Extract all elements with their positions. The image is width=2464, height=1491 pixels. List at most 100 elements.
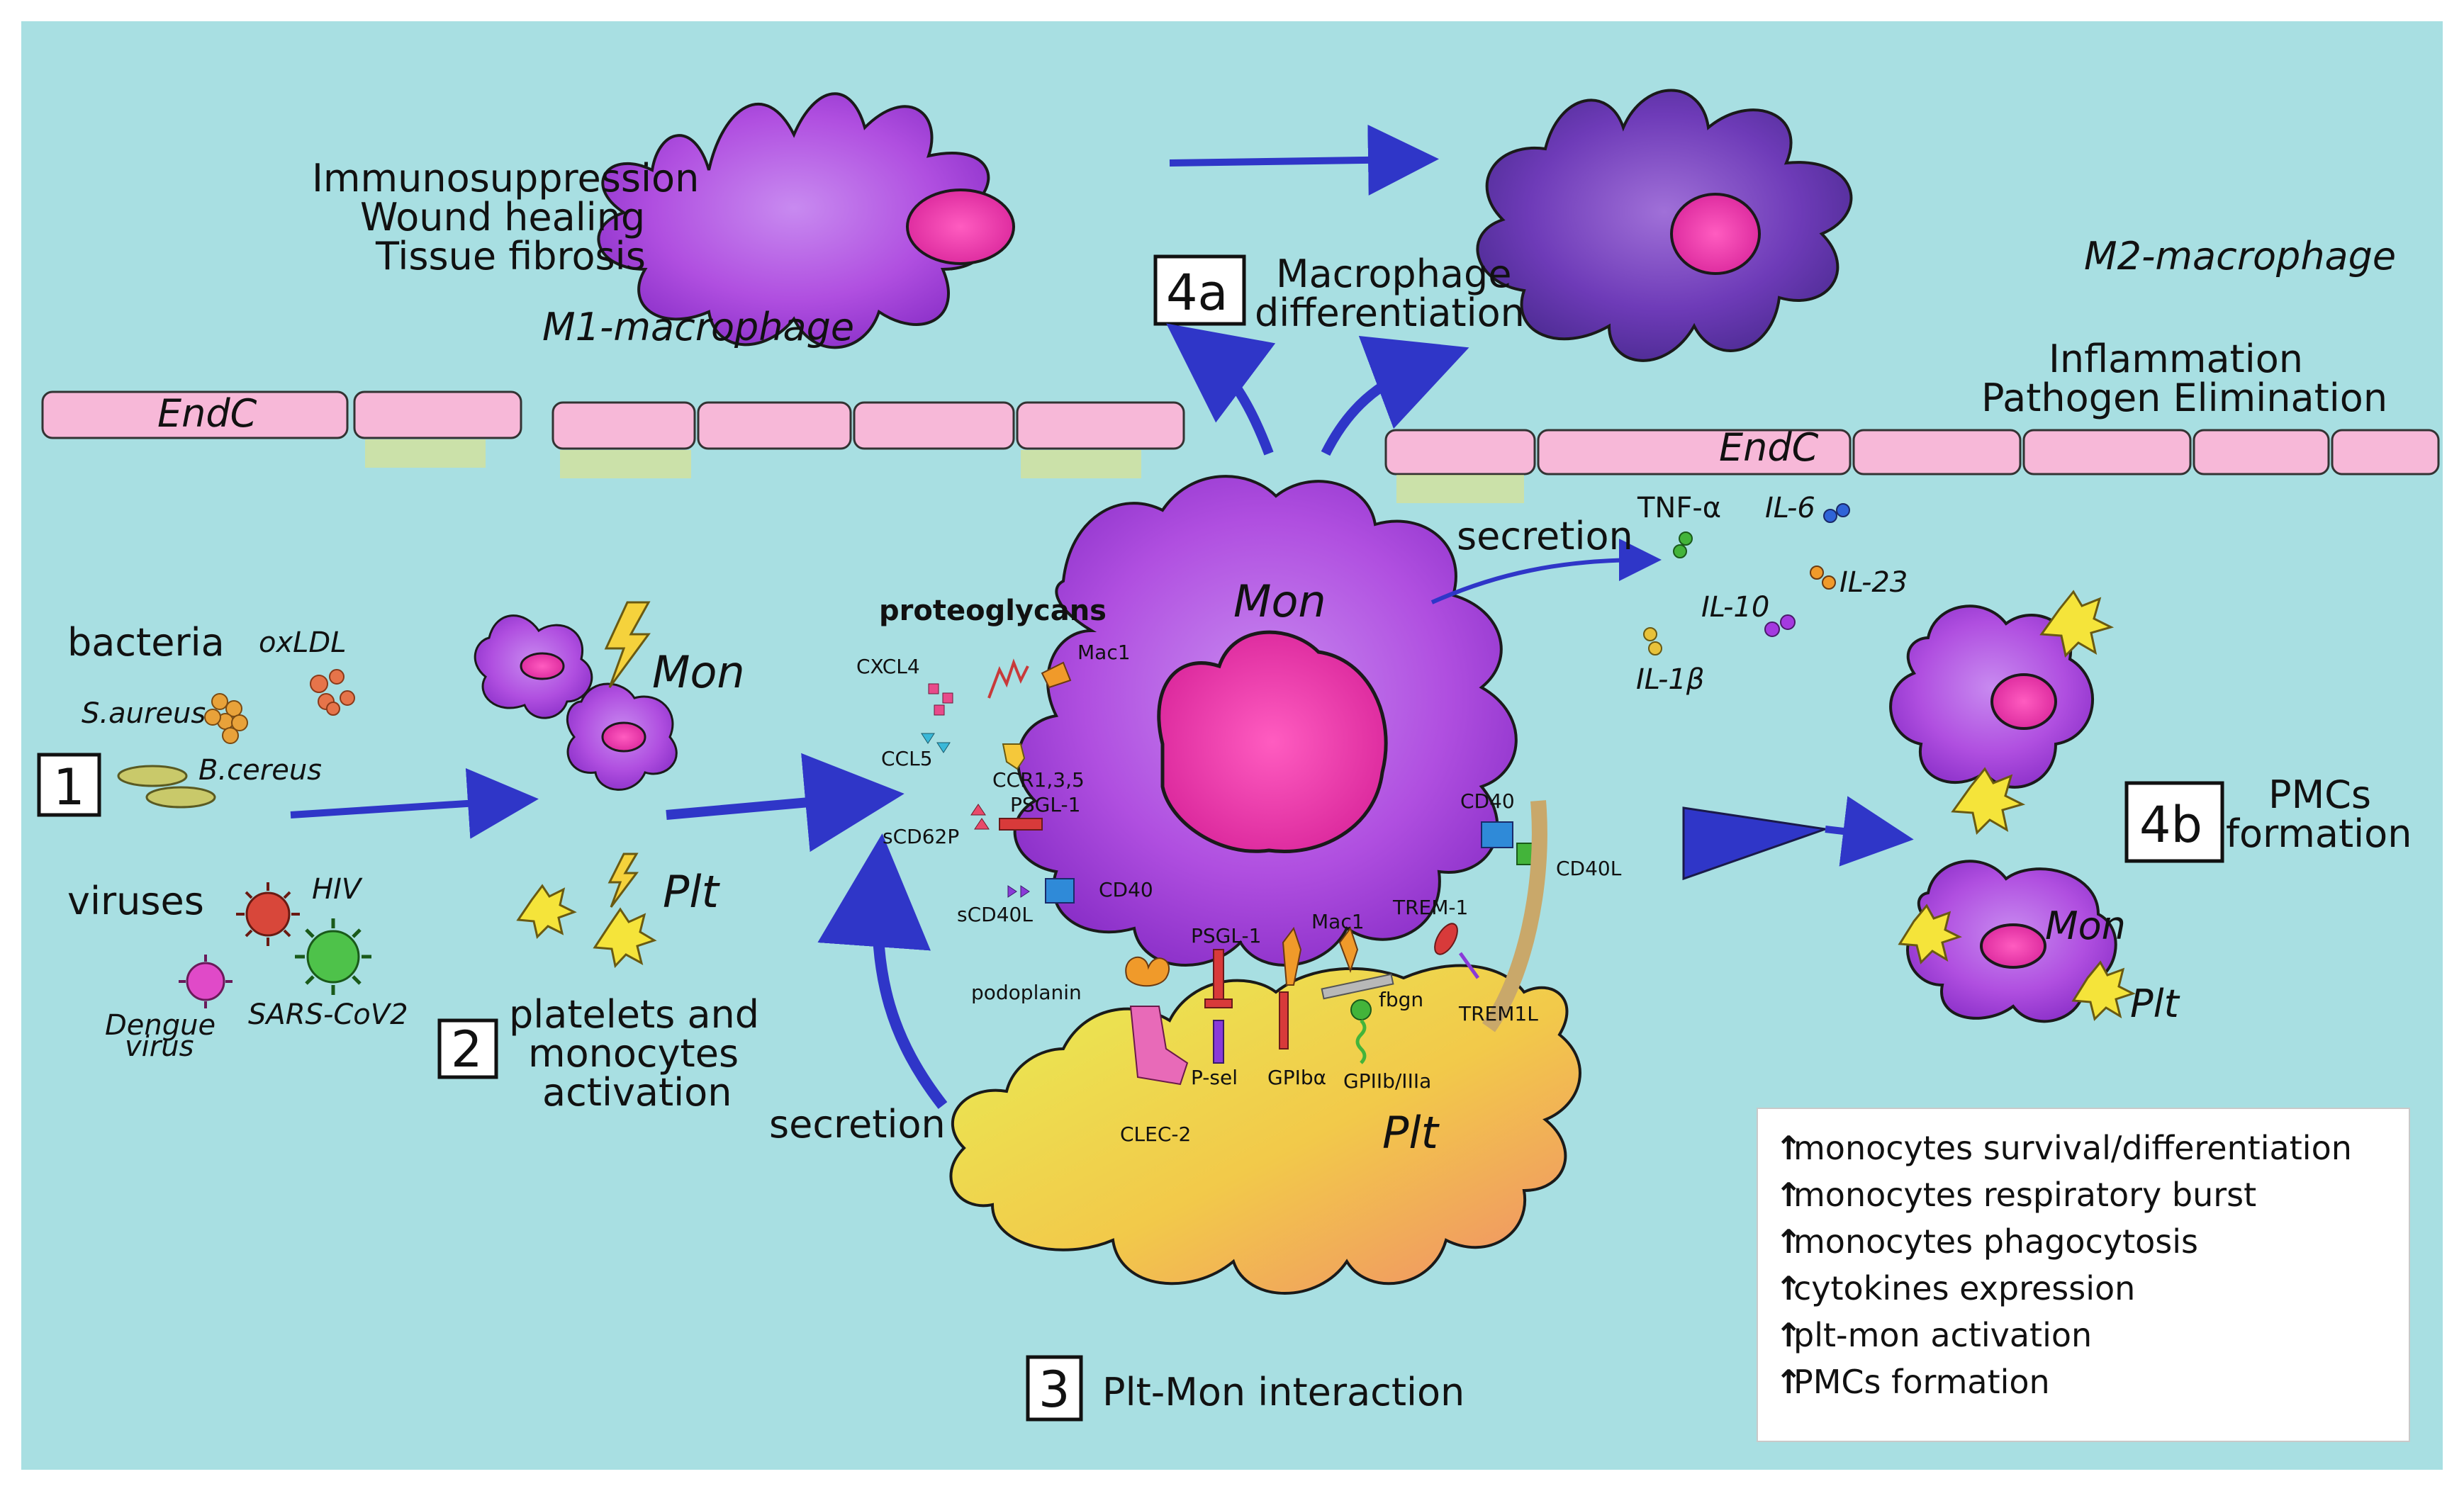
cytokine-il6: IL-6	[1765, 492, 1815, 524]
clec2-icon	[1129, 1006, 1189, 1086]
legend-text: monocytes survival/differentiation	[1793, 1129, 2352, 1167]
proteoglycan-icon	[987, 658, 1029, 699]
molecule-gpiib: GPIIb/IIIa	[1343, 1069, 1431, 1093]
step-1-box	[37, 753, 101, 817]
m1-macrophage-cell	[597, 92, 991, 349]
outcome-list-m1: Immunosuppression Wound healing Tissue f…	[312, 156, 699, 278]
stimulus-hiv: HIV	[312, 873, 363, 906]
step-4b-number: 4b	[2139, 796, 2202, 854]
step2-label-line2: monocytes	[528, 1031, 739, 1076]
oxldl-icon	[310, 669, 355, 716]
large-platelet-label: Plt	[1382, 1107, 1440, 1159]
molecule-p-sel: P-sel	[1191, 1066, 1238, 1089]
step-3-number: 3	[1038, 1361, 1070, 1419]
pmc-2-platelet-a	[1898, 904, 1962, 964]
molecule-mac1-lower: Mac1	[1311, 910, 1365, 933]
step-1-number: 1	[53, 758, 85, 816]
lightning-icon-plt	[607, 853, 639, 908]
b-cereus-icon	[117, 765, 216, 809]
step2-plt-label: Plt	[663, 866, 721, 918]
molecule-cxcl4: CXCL4	[856, 655, 920, 678]
step-4b-label-line1: PMCs	[2268, 772, 2371, 817]
gpiba-bar	[1279, 991, 1289, 1050]
mac1-fbgn-icon	[1338, 926, 1359, 973]
pmc-1-platelet-a	[2039, 590, 2115, 658]
molecule-scd62p: sCD62P	[883, 825, 959, 848]
s-aureus-icon	[204, 693, 248, 744]
stimulus-oxldl: oxLDL	[259, 626, 347, 659]
step-4a-number: 4a	[1166, 264, 1228, 322]
step3-label: Plt-Mon interaction	[1102, 1370, 1465, 1414]
fbgn-bar	[1321, 973, 1394, 1000]
pmc-plt-label: Plt	[2130, 981, 2180, 1026]
stimulus-dengue-line1: Dengue	[105, 1009, 215, 1042]
legend-item: ↑monocytes phagocytosis	[1775, 1218, 2392, 1265]
up-arrow-icon: ↑	[1775, 1363, 1803, 1401]
legend-item: ↑plt-mon activation	[1775, 1312, 2392, 1358]
endothelium-label-left: EndC	[157, 391, 257, 436]
step-2-box	[437, 1018, 498, 1079]
m1-nucleus	[906, 189, 1015, 265]
pmc-2-platelet-b	[2071, 960, 2136, 1021]
stimulus-s-aureus: S.aureus	[82, 697, 206, 730]
trem1l-icon	[1458, 952, 1480, 979]
cytokine-il1b: IL-1β	[1636, 663, 1704, 696]
small-monocyte-1-nucleus	[520, 652, 565, 680]
cd40-left-icon	[1045, 878, 1075, 904]
hiv-icon	[236, 882, 300, 946]
molecule-psgl1-upper: PSGL-1	[1010, 793, 1080, 816]
gpiib-icon	[1350, 999, 1372, 1020]
stimulus-sars: SARS-CoV2	[248, 998, 408, 1031]
up-arrow-icon: ↑	[1775, 1176, 1803, 1214]
m2-macrophage-label: M2-macrophage	[2084, 234, 2396, 278]
secretion-label-monocyte: secretion	[1457, 514, 1633, 558]
molecule-cd40-left: CD40	[1099, 878, 1153, 901]
molecule-ccl5: CCL5	[881, 747, 933, 770]
stimulus-bacteria: bacteria	[67, 620, 225, 665]
il23-dot	[1810, 566, 1824, 580]
step-4a-label-line1: Macrophage	[1276, 252, 1512, 296]
legend-text: cytokines expression	[1793, 1269, 2136, 1307]
il1b-dot-2	[1648, 641, 1662, 656]
ccl5-icon	[921, 733, 951, 753]
large-monocyte-label: Mon	[1233, 575, 1326, 627]
step-3-box	[1026, 1355, 1083, 1422]
step2-label-line3: activation	[542, 1070, 732, 1115]
m2-macrophage-cell	[1476, 89, 1853, 362]
secretion-label-platelet: secretion	[769, 1102, 946, 1147]
large-platelet-cell	[949, 964, 1581, 1295]
legend-text: monocytes respiratory burst	[1793, 1176, 2257, 1214]
stimulus-viruses: viruses	[67, 879, 204, 923]
step-4b-label-line2: formation	[2226, 811, 2412, 856]
legend-item: ↑monocytes survival/differentiation	[1775, 1125, 2392, 1171]
il1b-dot	[1643, 627, 1657, 641]
mon-to-m2-arrow	[1321, 335, 1469, 456]
step-2-number: 2	[451, 1020, 483, 1079]
outcome-pathogen-elimination: Pathogen Elimination	[1981, 376, 2387, 420]
molecule-cd40l: CD40L	[1556, 857, 1622, 880]
sars-cov2-icon	[295, 918, 371, 995]
secretion-arrow-platelet	[817, 833, 948, 1109]
step1-to-step2-arrow	[290, 767, 539, 839]
scd40l-icon	[1007, 885, 1030, 898]
trem1-icon	[1434, 923, 1458, 955]
step2-to-step3-arrow	[666, 753, 905, 853]
gpiib-stem	[1355, 1019, 1367, 1064]
outcome-wound-healing: Wound healing	[360, 195, 645, 240]
cytokine-il10: IL-10	[1701, 591, 1769, 624]
cxcl4-icon	[928, 683, 953, 716]
arrow-to-pmcs-tip	[1825, 796, 1914, 867]
endothelium-label-right: EndC	[1719, 425, 1819, 470]
legend-item: ↑monocytes respiratory burst	[1775, 1171, 2392, 1218]
secretion-arrow-monocyte	[1430, 539, 1662, 604]
podoplanin-icon	[1125, 956, 1170, 987]
step2-mon-label: Mon	[652, 646, 745, 698]
cytokine-tnf-alpha: TNF-α	[1637, 492, 1721, 524]
molecule-ccr: CCR1,3,5	[992, 768, 1085, 792]
outcome-tissue-fibrosis: Tissue fibrosis	[375, 234, 646, 278]
molecule-cd40-right: CD40	[1460, 789, 1515, 813]
pmc-mon-label: Mon	[2045, 904, 2126, 948]
outcome-immunosuppression: Immunosuppression	[312, 156, 699, 201]
mac1-top-icon	[1041, 661, 1072, 689]
large-monocyte-nucleus	[1157, 630, 1388, 853]
